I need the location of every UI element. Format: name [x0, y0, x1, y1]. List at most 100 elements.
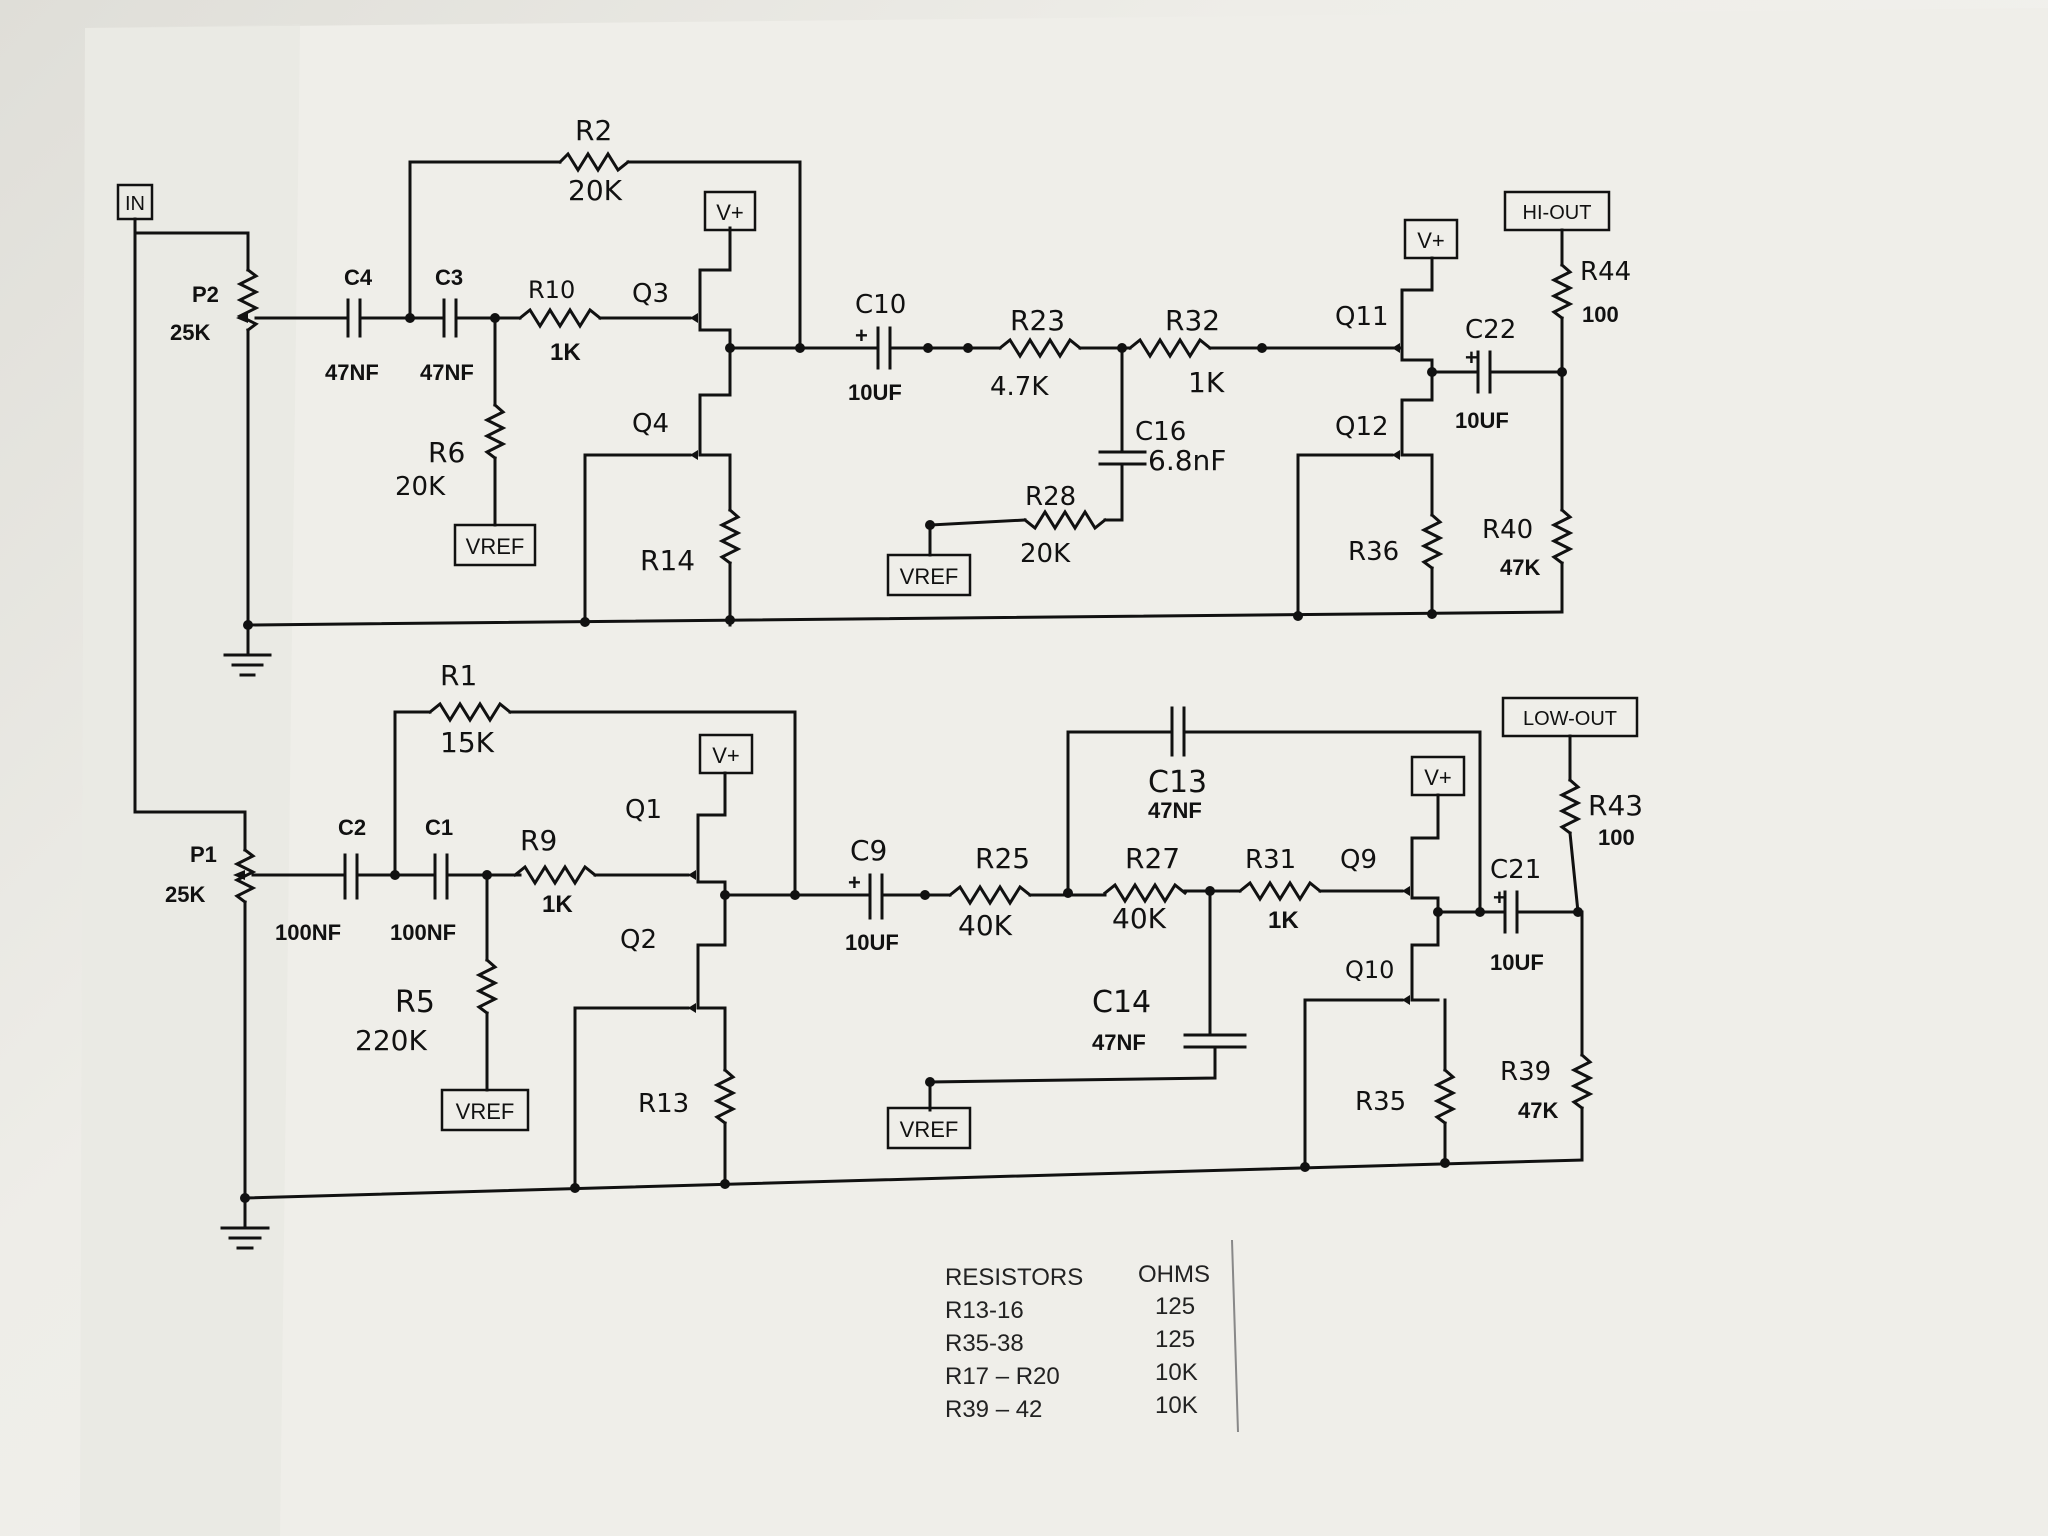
table-row-ohms: 10K: [1155, 1359, 1198, 1386]
c22-ref: C22: [1465, 315, 1516, 345]
r9-value: 1K: [542, 891, 573, 918]
table-header-ohms: OHMS: [1138, 1261, 1210, 1288]
r40-ref: R40: [1482, 515, 1533, 545]
vref-label: VREF: [900, 1117, 959, 1142]
c10-value: 10UF: [848, 380, 902, 405]
c14-ref: C14: [1092, 985, 1151, 1020]
c21-plus: +: [1493, 885, 1506, 910]
r32-value: 1K: [1188, 366, 1225, 399]
p1-ref: P1: [190, 842, 217, 867]
paper: [80, 8, 2048, 1536]
r6-value: 20K: [395, 472, 446, 502]
r13-label: R13: [638, 1089, 689, 1119]
hi-out-terminal: [1503, 190, 1611, 232]
r23-value: 4.7K: [990, 372, 1049, 402]
c22-plus: +: [1465, 345, 1478, 370]
q9-label: Q9: [1340, 845, 1377, 875]
vplus-box: [698, 733, 754, 775]
vref-label: VREF: [900, 564, 959, 589]
vref-label: VREF: [456, 1099, 515, 1124]
vref-box: [886, 1106, 972, 1150]
table-row-range: R13-16: [945, 1297, 1024, 1324]
q10-label: Q10: [1345, 956, 1394, 984]
r10-value: 1K: [550, 339, 581, 366]
table-row-ohms: 125: [1155, 1326, 1195, 1353]
p2-ref: P2: [192, 282, 219, 307]
top-stage: IN P2 25K C4 47NF R2 20K C3 47NF R6: [116, 114, 1631, 814]
c9-ref: C9: [850, 834, 887, 867]
r27-value: 40K: [1112, 902, 1167, 935]
r1-value: 15K: [440, 726, 495, 759]
c21-value: 10UF: [1490, 950, 1544, 975]
r25-ref: R25: [975, 842, 1030, 875]
c14-value: 47NF: [1092, 1030, 1146, 1055]
r9-ref: R9: [520, 824, 557, 857]
vref-box: [440, 1088, 530, 1132]
r35-label: R35: [1355, 1087, 1406, 1117]
c1-value: 100NF: [390, 920, 456, 945]
c9-value: 10UF: [845, 930, 899, 955]
r25-value: 40K: [958, 909, 1013, 942]
vplus-label: V+: [1424, 765, 1452, 790]
bottom-stage: P1 25K C2 100NF R1 15K C1 100NF R5 220K …: [165, 659, 1643, 1250]
c10-ref: C10: [855, 290, 906, 320]
r31-value: 1K: [1268, 907, 1299, 934]
p2-value: 25K: [170, 320, 210, 345]
r44-value: 100: [1582, 302, 1619, 327]
r23-ref: R23: [1010, 304, 1065, 337]
vplus-box: [703, 190, 757, 232]
c4-ref: C4: [344, 265, 373, 290]
q2-label: Q2: [620, 925, 657, 955]
c1-ref: C1: [425, 815, 453, 840]
vref-label: VREF: [466, 534, 525, 559]
c9-plus: +: [848, 870, 861, 895]
c13-ref: C13: [1148, 765, 1207, 800]
r39-value: 47K: [1518, 1098, 1558, 1123]
low-out-label: LOW-OUT: [1523, 708, 1617, 730]
p1-value: 25K: [165, 882, 205, 907]
q12-label: Q12: [1335, 412, 1389, 442]
in-label: IN: [125, 193, 145, 215]
r6-ref: R6: [428, 436, 465, 469]
hi-out-label: HI-OUT: [1523, 202, 1592, 224]
vplus-box: [1403, 218, 1459, 260]
q1-label: Q1: [625, 795, 662, 825]
c4-value: 47NF: [325, 360, 379, 385]
c16-ref: C16: [1135, 417, 1186, 447]
table-row-range: R35-38: [945, 1330, 1024, 1357]
table-row-ohms: 125: [1155, 1293, 1195, 1320]
r27-ref: R27: [1125, 842, 1180, 875]
c3-value: 47NF: [420, 360, 474, 385]
vplus-box: [1410, 755, 1466, 797]
r31-ref: R31: [1245, 845, 1296, 875]
q4-label: Q4: [632, 409, 669, 439]
c2-value: 100NF: [275, 920, 341, 945]
r28-ref: R28: [1025, 482, 1076, 512]
table-row-range: R17 – R20: [945, 1363, 1060, 1390]
r5-ref: R5: [395, 985, 435, 1020]
r44-ref: R44: [1580, 257, 1631, 287]
r2-ref: R2: [575, 114, 612, 147]
c10-plus: +: [855, 323, 868, 348]
resistor-table: RESISTORS OHMS R13-16 125 R35-38 125 R17…: [945, 1239, 1239, 1433]
vref-box: [886, 553, 972, 597]
r5-value: 220K: [355, 1024, 427, 1057]
c16-value: 6.8nF: [1148, 444, 1226, 477]
r43-ref: R43: [1588, 789, 1643, 822]
table-row-range: R39 – 42: [945, 1396, 1042, 1423]
r32-ref: R32: [1165, 304, 1220, 337]
vplus-label: V+: [712, 743, 740, 768]
r43-value: 100: [1598, 825, 1635, 850]
r36-label: R36: [1348, 537, 1399, 567]
r1-ref: R1: [440, 659, 477, 692]
r28-value: 20K: [1020, 539, 1071, 569]
c22-value: 10UF: [1455, 408, 1509, 433]
r39-ref: R39: [1500, 1057, 1551, 1087]
vref-box: [453, 523, 537, 567]
table-row-ohms: 10K: [1155, 1392, 1198, 1419]
q11-label: Q11: [1335, 302, 1389, 332]
r2-value: 20K: [568, 174, 623, 207]
r14-label: R14: [640, 544, 695, 577]
